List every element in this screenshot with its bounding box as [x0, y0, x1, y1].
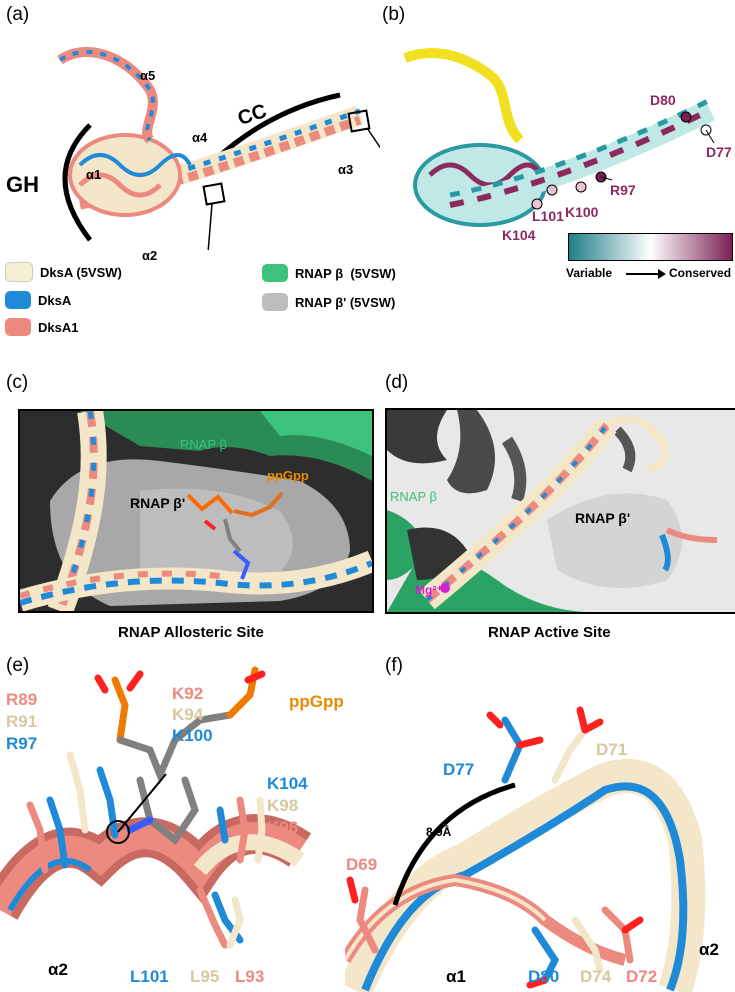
panel-f-structure [345, 706, 706, 992]
gh-bracket [62, 123, 92, 242]
helix-alpha3-label: α3 [338, 162, 354, 177]
helix-alpha2-label: α2 [142, 248, 158, 263]
res-k98: K98 [267, 796, 299, 815]
rnap-beta-prime-label-c: RNAP β' [130, 495, 186, 511]
res-k94: K94 [172, 705, 204, 724]
res-l101: L101 [130, 967, 169, 986]
legend-item: RNAP β' (5VSW) [262, 293, 396, 311]
mg-ion-label: Mg²⁺ [415, 583, 443, 597]
gh-domain-label: GH [6, 172, 39, 197]
res-l95: L95 [190, 967, 220, 986]
res-k100: K100 [172, 726, 213, 745]
residue-r97: R97 [610, 182, 636, 198]
cc-arc [213, 92, 341, 162]
ppgpp-label-c: ppGpp [267, 468, 309, 483]
dksa-globular-domain [68, 133, 192, 217]
res-d72: D72 [626, 967, 658, 986]
distance-label: 8.9Å [426, 825, 452, 839]
caption-c: RNAP Allosteric Site [118, 624, 264, 641]
panel-f-label: (f) [385, 655, 403, 676]
helix-alpha4-label: α4 [192, 130, 208, 145]
helix-alpha1-label: α1 [86, 167, 102, 182]
panel-b-label: (b) [382, 4, 406, 25]
helix-alpha2-label-e: α2 [48, 960, 68, 979]
res-d77: D77 [443, 760, 475, 779]
panel-d-label: (d) [385, 372, 409, 393]
residue-k104: K104 [502, 227, 536, 243]
legend-swatch [5, 262, 33, 282]
res-d74: D74 [580, 967, 612, 986]
legend-swatch [5, 318, 31, 336]
res-l93: L93 [235, 967, 265, 986]
legend-item: RNAP β (5VSW) [262, 264, 396, 282]
rnap-beta-label-d: RNAP β [390, 489, 437, 504]
panel-d-view [385, 408, 735, 614]
rnap-beta-label-c: RNAP β [180, 437, 227, 452]
legend-item: DksA1 [5, 318, 122, 336]
caption-d: RNAP Active Site [488, 624, 611, 641]
residue-l101: L101 [532, 208, 564, 224]
legend-label: DksA1 [38, 319, 79, 335]
scale-arrow-icon [626, 269, 666, 279]
legend-swatch [262, 293, 288, 311]
helix-alpha2-label-f: α2 [699, 940, 719, 959]
legend-swatch [262, 264, 288, 282]
residue-k100: K100 [565, 204, 599, 220]
legend-item: DksA (5VSW) [5, 262, 122, 282]
res-r89: R89 [6, 690, 38, 709]
res-r97: R97 [6, 734, 38, 753]
scale-right-label: Conserved [669, 266, 732, 280]
res-d69: D69 [346, 855, 378, 874]
helix-alpha1-label-f: α1 [446, 967, 466, 986]
legend-label: DksA (5VSW) [40, 264, 122, 280]
legend-label: DksA [38, 292, 72, 308]
res-k96: K96 [267, 818, 299, 837]
helix-alpha5-label: α5 [140, 68, 156, 83]
res-k104: K104 [267, 774, 308, 793]
legend-label: RNAP β (5VSW) [295, 265, 396, 281]
legend-swatch [5, 291, 31, 309]
residue-d80: D80 [650, 92, 676, 108]
panel-c-label: (c) [6, 372, 29, 393]
panel-c-view [18, 409, 374, 613]
scale-left-label: Variable [566, 266, 613, 280]
panel-e-label: (e) [6, 655, 30, 676]
res-r91: R91 [6, 712, 38, 731]
res-d71: D71 [596, 740, 628, 759]
ppgpp-label-e: ppGpp [289, 692, 344, 711]
residue-d77: D77 [706, 144, 732, 160]
panel-e-structure [0, 666, 312, 949]
allosteric-site-render [20, 411, 372, 611]
res-k92: K92 [172, 684, 204, 703]
legend-label: RNAP β' (5VSW) [295, 294, 396, 310]
yellow-region [403, 48, 524, 144]
panel-a-structure [57, 46, 380, 250]
panel-a-label: (a) [6, 4, 30, 25]
panel-b-structure [403, 48, 715, 227]
legend-item: DksA [5, 291, 122, 309]
zoom-box-c [202, 182, 226, 206]
active-site-render [387, 410, 735, 612]
legend-right: RNAP β (5VSW) RNAP β' (5VSW) [262, 264, 396, 311]
rnap-beta-prime-label-d: RNAP β' [575, 510, 631, 526]
legend-left: DksA (5VSW) DksA DksA1 [5, 262, 122, 336]
alpha5-helix [57, 46, 158, 144]
res-d80: D80 [528, 967, 560, 986]
zoom-box-d [347, 109, 371, 133]
conservation-scale-bar [568, 233, 733, 261]
